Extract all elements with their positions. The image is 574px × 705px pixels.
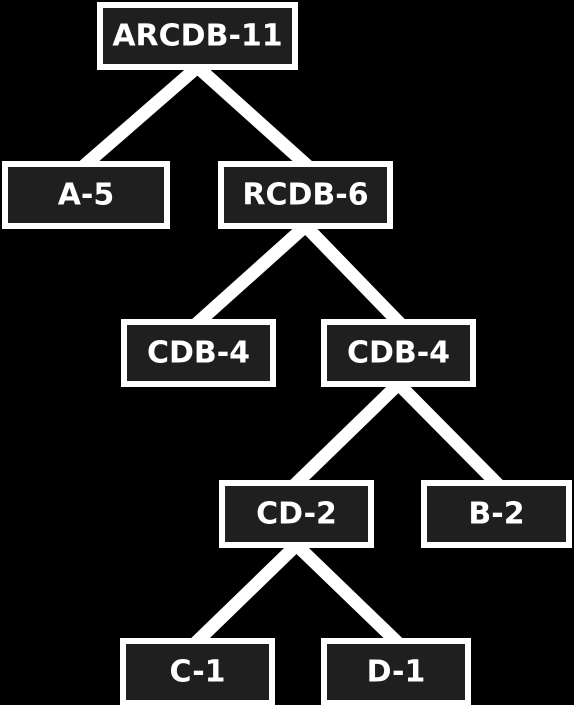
tree-node-n_d: D-1 (321, 638, 471, 705)
node-box (120, 638, 275, 705)
edge-n_cdb_right-to-n_b (389, 374, 506, 493)
node-label: A-5 (58, 178, 115, 213)
node-box (121, 319, 276, 387)
node-box (219, 480, 374, 548)
node-box (321, 319, 476, 387)
edge-n_root-to-n_rcdb (188, 57, 315, 174)
tree-node-n_b: B-2 (421, 480, 572, 548)
node-box (218, 161, 393, 229)
tree-node-n_cd: CD-2 (219, 480, 374, 548)
edge-n_cd-to-n_d (287, 535, 406, 651)
node-label: RCDB-6 (242, 178, 368, 213)
tree-node-n_rcdb: RCDB-6 (218, 161, 393, 229)
edge-n_cdb_right-to-n_cd (287, 374, 408, 493)
tree-node-n_cdb_left: CDB-4 (121, 319, 276, 387)
edges-layer (76, 57, 506, 651)
node-label: D-1 (367, 655, 426, 690)
edge-n_rcdb-to-n_cdb_right (296, 216, 408, 332)
node-box (97, 2, 298, 70)
node-box (2, 161, 170, 229)
edge-n_rcdb-to-n_cdb_left (189, 216, 315, 332)
edge-n_root-to-n_a (76, 57, 207, 174)
node-label: CDB-4 (347, 336, 450, 371)
tree-node-n_cdb_right: CDB-4 (321, 319, 476, 387)
tree-node-n_a: A-5 (2, 161, 170, 229)
node-label: ARCDB-11 (112, 19, 282, 54)
node-label: CDB-4 (147, 336, 250, 371)
edge-n_cd-to-n_c (188, 535, 306, 651)
tree-node-n_root: ARCDB-11 (97, 2, 298, 70)
node-label: CD-2 (256, 497, 337, 532)
tree-node-n_c: C-1 (120, 638, 275, 705)
node-label: B-2 (468, 497, 524, 532)
node-box (321, 638, 471, 705)
node-box (421, 480, 572, 548)
node-label: C-1 (169, 655, 225, 690)
